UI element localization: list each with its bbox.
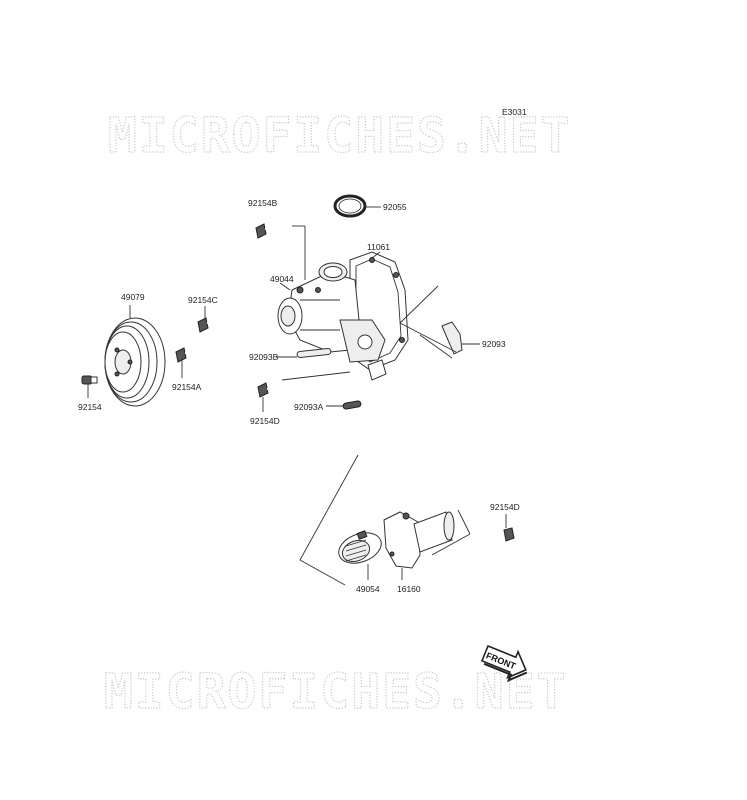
- label-92154d-lower: 92154D: [490, 502, 520, 512]
- label-92093b: 92093B: [249, 352, 279, 362]
- label-92154d-upper: 92154D: [250, 416, 280, 426]
- label-11061: 11061: [367, 242, 390, 252]
- leader-lines: [87, 206, 480, 412]
- watermark-bottom: MICROFICHES.NET: [104, 664, 567, 720]
- water-pump-49044[interactable]: [277, 262, 387, 381]
- label-16160: 16160: [397, 584, 421, 594]
- label-92154b: 92154B: [248, 198, 278, 208]
- label-49079: 49079: [121, 292, 145, 302]
- label-92154: 92154: [78, 402, 102, 412]
- part-labels: 92055 92154B 11061 49044 49079 92154C 92…: [78, 198, 520, 594]
- bolt-92154d-upper[interactable]: [257, 382, 293, 398]
- clip-92093[interactable]: [441, 321, 463, 355]
- label-92093: 92093: [482, 339, 506, 349]
- bolt-92154b[interactable]: [255, 223, 293, 239]
- bolt-92154d-lower[interactable]: [485, 514, 515, 542]
- water-pump-group: [81, 194, 480, 412]
- pulley-49079[interactable]: [104, 317, 166, 407]
- thermostat-group: [299, 454, 515, 586]
- bolt-92154c[interactable]: [197, 317, 241, 333]
- bracket-lines: [299, 454, 471, 586]
- label-92055: 92055: [383, 202, 407, 212]
- label-49044: 49044: [270, 274, 294, 284]
- bolt-92154[interactable]: [81, 375, 98, 385]
- bolt-92154a[interactable]: [175, 347, 231, 363]
- diagram-code: E3031: [502, 107, 527, 117]
- watermark-top: MICROFICHES.NET: [108, 108, 571, 164]
- thermostat-housing-16160[interactable]: [383, 511, 455, 580]
- pin-92093b[interactable]: [296, 348, 332, 358]
- label-92093a: 92093A: [294, 402, 324, 412]
- label-92154c: 92154C: [188, 295, 218, 305]
- label-49054: 49054: [356, 584, 380, 594]
- pin-92093a[interactable]: [342, 400, 362, 410]
- label-92154a: 92154A: [172, 382, 202, 392]
- o-ring-92055[interactable]: [333, 194, 367, 218]
- thermostat-49054[interactable]: [335, 527, 386, 568]
